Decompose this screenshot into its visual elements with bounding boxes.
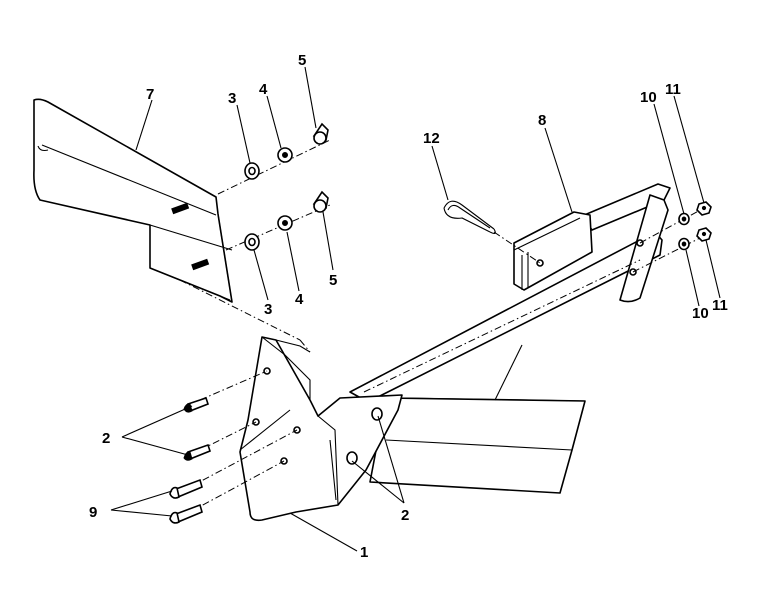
bolt-2-lower bbox=[183, 443, 211, 461]
lock-washer-3-top bbox=[244, 162, 260, 180]
wing-nut-5-top bbox=[312, 122, 329, 145]
callout-5-top: 5 bbox=[298, 52, 306, 69]
assembly-lines bbox=[149, 139, 705, 513]
arm-rod bbox=[349, 231, 663, 494]
nut-11-bottom bbox=[696, 227, 712, 242]
washer-10-bottom bbox=[678, 237, 690, 251]
callout-4-top: 4 bbox=[259, 81, 268, 98]
part-8-pad-bracket bbox=[513, 183, 671, 303]
callout-7: 7 bbox=[146, 86, 154, 103]
leader-lines bbox=[110, 66, 721, 552]
callout-10-bottom: 10 bbox=[692, 305, 709, 322]
callout-11-top: 11 bbox=[665, 81, 681, 98]
callout-11-bottom: 11 bbox=[712, 297, 728, 314]
callout-5-bottom: 5 bbox=[329, 272, 337, 289]
lock-washer-3-bottom bbox=[244, 233, 260, 251]
bolt-2-upper bbox=[183, 396, 209, 413]
part-12-hairpin-clip bbox=[443, 200, 496, 234]
wing-nut-5-bottom bbox=[312, 190, 329, 213]
bolt-9-upper bbox=[169, 478, 203, 499]
callout-4-bottom: 4 bbox=[295, 291, 304, 308]
callout-1: 1 bbox=[360, 544, 368, 561]
bolt-9-lower bbox=[169, 503, 203, 524]
bracket-hole-6 bbox=[346, 451, 358, 465]
washer-4-bottom bbox=[277, 215, 293, 231]
callout-10-top: 10 bbox=[640, 89, 657, 106]
part-1-mounting-bracket bbox=[239, 336, 403, 522]
callout-8: 8 bbox=[538, 112, 546, 129]
slot-bottom bbox=[191, 258, 210, 271]
bracket-hole-5 bbox=[371, 407, 383, 421]
slot-top bbox=[171, 202, 190, 215]
pad-hole bbox=[536, 259, 544, 267]
nut-11-top bbox=[696, 201, 712, 216]
callout-labels: 7 3 4 5 3 4 5 2 9 1 2 12 8 10 11 10 11 bbox=[89, 52, 728, 561]
part-7-deflector-blade bbox=[33, 98, 233, 303]
callout-2-left: 2 bbox=[102, 430, 110, 447]
callout-3-top: 3 bbox=[228, 90, 236, 107]
washer-4-top bbox=[277, 147, 293, 163]
callout-12: 12 bbox=[423, 130, 440, 147]
callout-2-right: 2 bbox=[401, 507, 409, 524]
callout-9: 9 bbox=[89, 504, 97, 521]
callout-3-bottom: 3 bbox=[264, 301, 272, 318]
washer-10-top bbox=[678, 212, 690, 226]
